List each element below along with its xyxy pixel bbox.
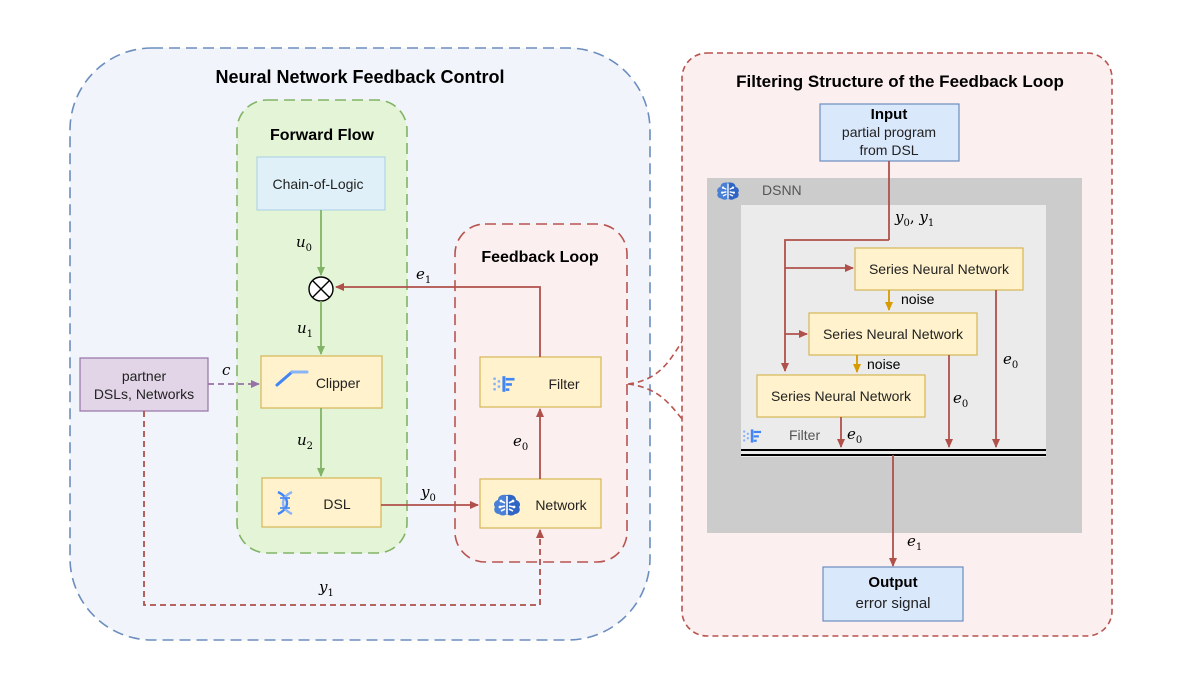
feedback-arrows <box>143 283 544 606</box>
network-label: Network <box>535 497 587 513</box>
multiply-junction-icon <box>308 276 334 302</box>
series-nn-node-2[interactable]: Series Neural Network <box>808 312 978 356</box>
right-panel-title: Filtering Structure of the Feedback Loop <box>736 72 1064 91</box>
inner-filter-label: Filter <box>789 427 820 443</box>
input-line2: from DSL <box>859 142 918 158</box>
e0-label-right-3: e0 <box>847 425 862 446</box>
left-panel-title: Neural Network Feedback Control <box>215 67 504 87</box>
series-nn-node-1[interactable]: Series Neural Network <box>854 247 1024 291</box>
feedback-loop-title: Feedback Loop <box>481 249 599 266</box>
u1-label: u1 <box>297 319 313 340</box>
partner-label-line1: partner <box>122 368 167 384</box>
network-node[interactable]: Network <box>479 478 602 529</box>
output-title: Output <box>868 574 917 591</box>
right-panel-arrows <box>781 161 1000 567</box>
e1-label: e1 <box>416 265 431 286</box>
clipper-label: Clipper <box>316 375 361 391</box>
y1-label: y1 <box>318 578 334 599</box>
series-nn-label-2: Series Neural Network <box>823 326 964 342</box>
input-node[interactable]: Input partial program from DSL <box>819 103 960 162</box>
series-nn-label-1: Series Neural Network <box>869 261 1010 277</box>
clipper-icon <box>275 370 309 387</box>
filter-label: Filter <box>548 376 579 392</box>
u2-label: u2 <box>297 431 313 452</box>
e0-label-right-2: e0 <box>953 389 968 410</box>
dna-icon <box>277 490 293 516</box>
chain-of-logic-node[interactable]: Chain-of-Logic <box>256 156 386 211</box>
partner-node[interactable]: partner DSLs, Networks <box>79 357 209 412</box>
y0-label: y0 <box>420 483 436 504</box>
y0-y1-label: y0, y1 <box>894 208 934 229</box>
zoom-connector <box>627 339 684 421</box>
right-math-labels: y0, y1 noise noise e0 e0 e0 e1 <box>847 208 1018 553</box>
output-subtitle: error signal <box>855 595 930 612</box>
e0-label-right-1: e0 <box>1003 350 1018 371</box>
series-nn-label-3: Series Neural Network <box>771 388 912 404</box>
forward-flow-title: Forward Flow <box>270 127 375 144</box>
input-line1: partial program <box>842 124 936 140</box>
noise-label-1: noise <box>901 291 935 307</box>
input-title: Input <box>871 106 908 123</box>
e0-label: e0 <box>513 432 528 453</box>
c-label: c <box>222 361 231 379</box>
noise-label-2: noise <box>867 356 901 372</box>
forward-flow-group: Forward Flow <box>236 99 408 554</box>
clipper-node[interactable]: Clipper <box>260 355 383 409</box>
left-math-labels: u0 u1 u2 c e1 e0 y0 y1 <box>222 233 528 599</box>
output-node[interactable]: Output error signal <box>822 566 964 622</box>
dsnn-label: DSNN <box>762 182 802 198</box>
chain-of-logic-label: Chain-of-Logic <box>272 176 363 192</box>
u0-label: u0 <box>296 233 312 254</box>
dsl-label: DSL <box>323 496 350 512</box>
e1-label-right: e1 <box>907 532 922 553</box>
series-nn-node-3[interactable]: Series Neural Network <box>756 374 926 418</box>
dsl-node[interactable]: DSL <box>261 477 382 528</box>
partner-label-line2: DSLs, Networks <box>94 386 194 402</box>
filter-node[interactable]: Filter <box>479 356 602 408</box>
